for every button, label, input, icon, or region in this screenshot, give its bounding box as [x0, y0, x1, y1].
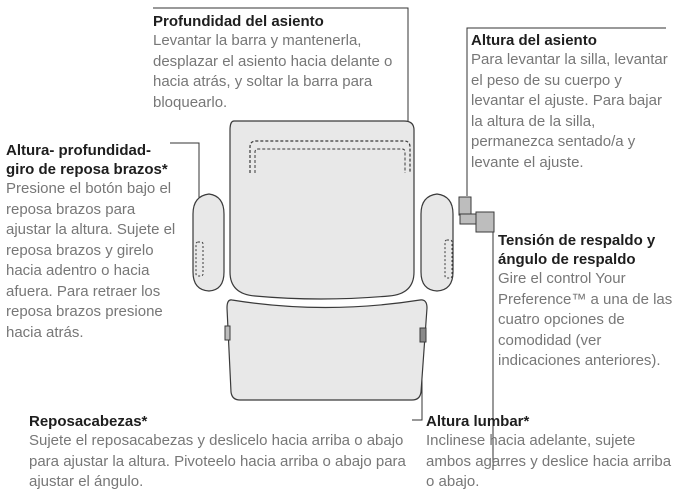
callout-armrest: Altura- profundidad- giro de reposa braz… — [6, 141, 176, 343]
armrest-title: Altura- profundidad- giro de reposa braz… — [6, 142, 168, 178]
callout-lumbar: Altura lumbar* Inclinese hacia adelante,… — [426, 412, 682, 493]
callout-seat-depth: Profundidad del asiento Levantar la barr… — [153, 12, 415, 113]
backrest-tension-title: Tensión de respaldo y ángulo de respaldo — [498, 232, 656, 268]
seat-depth-text: Levantar la barra y mantenerla, desplaza… — [153, 32, 393, 111]
right-armrest-button — [444, 239, 453, 279]
seat-height-title: Altura del asiento — [471, 32, 597, 49]
lumbar-title: Altura lumbar* — [426, 413, 530, 430]
left-lumbar-grip — [224, 325, 231, 341]
tension-knob — [475, 211, 495, 233]
leader-seat-height — [466, 27, 666, 196]
armrest-text: Presione el botón bajo el reposa brazos … — [6, 180, 176, 341]
seat-height-text: Para levantar la silla, levantar el peso… — [471, 51, 668, 171]
chair-seat — [229, 120, 415, 300]
headrest-text: Sujete el reposacabezas y deslicelo haci… — [29, 432, 406, 490]
right-armrest — [420, 193, 454, 292]
left-armrest-button — [195, 241, 204, 277]
callout-seat-height: Altura del asiento Para levantar la sill… — [471, 31, 671, 173]
seat-height-lever — [458, 196, 472, 216]
backrest-tension-text: Gire el control Your Preference™ a una d… — [498, 270, 673, 369]
seat-depth-title: Profundidad del asiento — [153, 13, 324, 30]
lumbar-text: Inclinese hacia adelante, sujete ambos a… — [426, 432, 672, 490]
seat-depth-bar — [249, 140, 411, 173]
callout-backrest-tension: Tensión de respaldo y ángulo de respaldo… — [498, 231, 682, 372]
callout-headrest: Reposacabezas* Sujete el reposacabezas y… — [29, 412, 409, 493]
chair-backrest — [226, 299, 428, 401]
left-armrest — [192, 193, 225, 292]
headrest-title: Reposacabezas* — [29, 413, 148, 430]
right-lumbar-grip — [419, 327, 427, 343]
leader-seat-depth — [153, 7, 409, 150]
